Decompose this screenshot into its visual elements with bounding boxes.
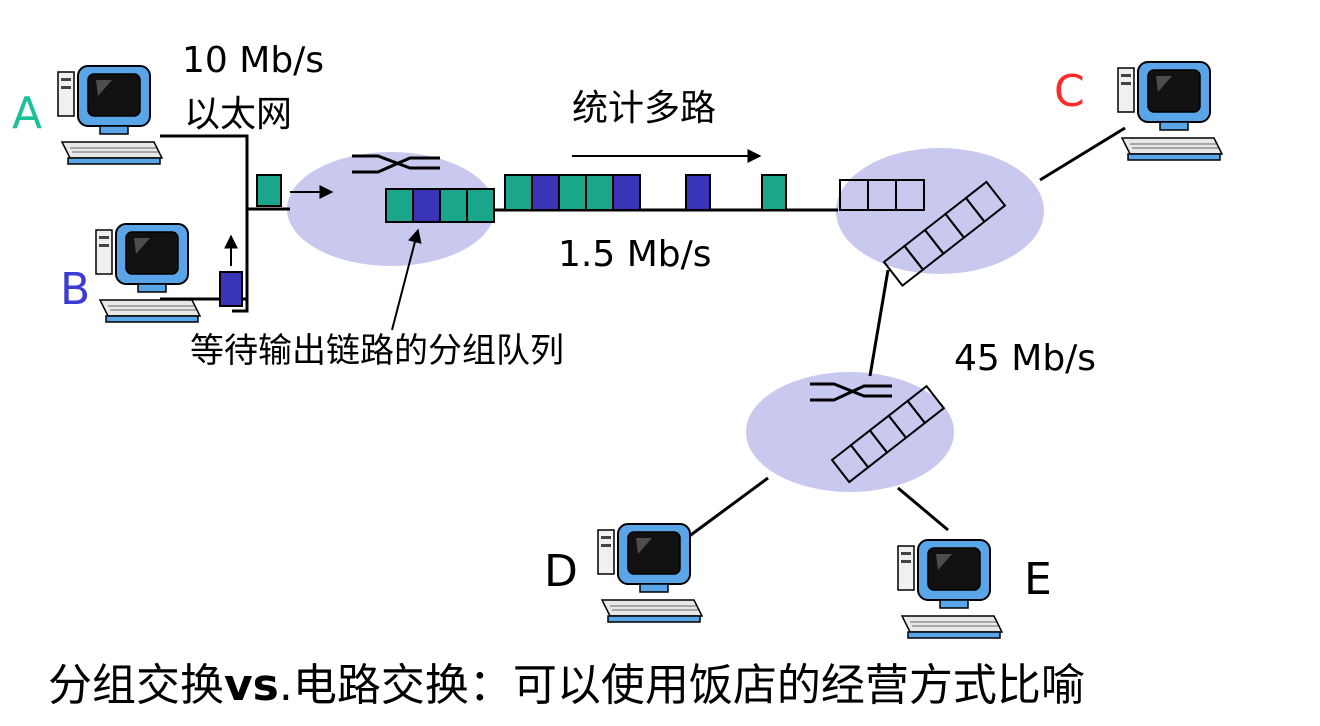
caption-part2: vs bbox=[224, 660, 279, 711]
stat-mux-label: 统计多路 bbox=[572, 88, 716, 129]
link-bottom-e bbox=[897, 486, 949, 532]
link-right-bottom bbox=[868, 269, 890, 377]
packet-a bbox=[256, 174, 282, 207]
computer-icon bbox=[897, 539, 1003, 639]
router-icon bbox=[352, 154, 440, 174]
router-queue-left bbox=[385, 188, 495, 223]
router-queue-right bbox=[839, 179, 925, 211]
arrow-icon bbox=[391, 228, 422, 331]
router-queue-diagonal-right bbox=[882, 180, 1007, 288]
computer-icon bbox=[57, 65, 163, 165]
computer-icon bbox=[95, 223, 201, 323]
host-label-a: A bbox=[12, 88, 42, 139]
link-a-ethernet bbox=[160, 134, 249, 313]
trunk-packets bbox=[504, 174, 787, 211]
queue-label: 等待输出链路的分组队列 bbox=[190, 331, 564, 371]
computer-icon bbox=[597, 523, 703, 623]
packet-b bbox=[219, 271, 243, 307]
link-router-c bbox=[1039, 126, 1126, 182]
host-label-d: D bbox=[544, 546, 578, 597]
fast-rate-label: 45 Mb/s bbox=[954, 338, 1096, 379]
host-label-c: C bbox=[1054, 66, 1085, 117]
caption-part3: .电路交换：可以使用饭店的经营方式比喻 bbox=[279, 660, 1085, 711]
router-queue-diagonal-bottom bbox=[830, 384, 946, 484]
caption: 分组交换vs.电路交换：可以使用饭店的经营方式比喻 bbox=[48, 660, 1085, 711]
trunk-rate-label: 1.5 Mb/s bbox=[558, 234, 712, 275]
ethernet-name-label: 以太网 bbox=[184, 94, 292, 135]
ethernet-rate-label: 10 Mb/s bbox=[182, 40, 324, 81]
router-cloud-bottom bbox=[746, 372, 954, 492]
computer-icon bbox=[1117, 61, 1223, 161]
host-label-b: B bbox=[60, 264, 90, 315]
host-label-e: E bbox=[1024, 554, 1052, 605]
caption-part1: 分组交换 bbox=[48, 660, 224, 711]
link-bottom-d bbox=[683, 476, 769, 542]
router-icon bbox=[810, 382, 892, 402]
